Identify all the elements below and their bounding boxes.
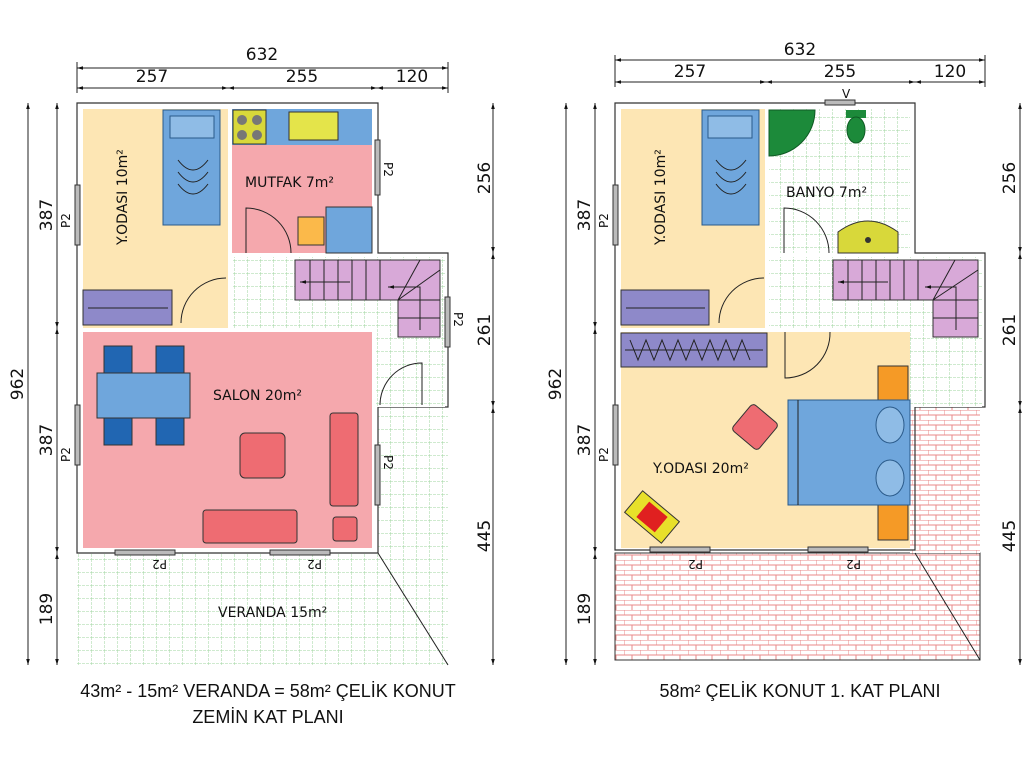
window — [374, 139, 381, 196]
door-icon — [784, 331, 831, 379]
window-label: P2 — [59, 213, 73, 228]
room-label-bedroom-small: Y.ODASI 10m² — [653, 149, 669, 246]
vent-window — [824, 99, 856, 106]
caption-ground-floor: 43m² - 15m² VERANDA = 58m² ÇELİK KONUT — [80, 681, 456, 701]
window-label: P2 — [152, 557, 167, 571]
door-icon — [245, 207, 292, 254]
window-label: P2 — [846, 557, 861, 571]
sink-icon — [288, 111, 339, 141]
dim-right-2: 261 — [1000, 314, 1020, 346]
chair-icon — [297, 216, 325, 246]
sofa-icon — [202, 509, 298, 544]
dining-table — [96, 372, 191, 419]
shower-icon — [768, 109, 816, 157]
dim-left-3: 189 — [575, 593, 595, 625]
veranda-area — [77, 553, 448, 665]
caption-first-floor: 58m² ÇELİK KONUT 1. KAT PLANI — [659, 681, 940, 701]
dim-width-1: 257 — [136, 67, 168, 87]
toilet-icon — [846, 116, 866, 144]
window — [114, 549, 176, 556]
nightstand-icon — [877, 504, 909, 541]
window — [444, 296, 451, 348]
window — [374, 444, 381, 506]
window — [269, 549, 331, 556]
window — [612, 184, 619, 246]
dim-width-3: 120 — [934, 62, 966, 82]
dim-total-height: 962 — [546, 368, 566, 400]
door-icon — [718, 277, 765, 324]
dim-width-2: 255 — [286, 67, 318, 87]
first-walls — [614, 102, 986, 551]
dim-right-2: 261 — [475, 314, 495, 346]
armchair-icon — [732, 404, 778, 450]
dim-left-2: 387 — [37, 424, 57, 456]
room-label-veranda: VERANDA 15m² — [218, 605, 327, 621]
veranda-side — [378, 407, 448, 553]
dim-right-1: 256 — [475, 162, 495, 194]
window — [74, 404, 81, 466]
sofa-icon — [329, 412, 359, 507]
nightstand-icon — [877, 365, 909, 401]
veranda-diagonal — [377, 552, 449, 666]
window — [807, 546, 869, 553]
room-label-living: SALON 20m² — [213, 388, 302, 404]
chair-icon — [155, 345, 185, 374]
room-label-bedroom-large: Y.ODASI 20m² — [652, 461, 749, 477]
coffee-table — [239, 432, 286, 479]
door-icon — [379, 362, 423, 406]
window — [649, 546, 711, 553]
dim-right-3: 445 — [475, 520, 495, 552]
vent-label: V — [842, 87, 851, 101]
window-label: P2 — [381, 162, 395, 177]
window-label: P2 — [597, 213, 611, 228]
chair-icon — [103, 417, 133, 446]
dim-total-width: 632 — [784, 40, 816, 60]
armchair-icon — [332, 516, 358, 542]
dim-right-3: 445 — [1000, 520, 1020, 552]
dim-left-2: 387 — [575, 424, 595, 456]
dim-right-1: 256 — [1000, 162, 1020, 194]
kitchen-table — [325, 206, 373, 254]
room-label-kitchen: MUTFAK 7m² — [245, 175, 334, 191]
dim-left-3: 189 — [37, 593, 57, 625]
ground-floor-plan: 632 257 255 120 962 387 387 189 256 261 … — [8, 45, 495, 727]
window — [612, 404, 619, 466]
window-label: P2 — [307, 557, 322, 571]
window-label: P2 — [381, 455, 395, 470]
first-floor-plan: 632 257 255 120 962 387 387 189 256 261 … — [546, 40, 1022, 701]
dimension-lines — [26, 62, 495, 665]
window-label: P2 — [59, 447, 73, 462]
window-label: P2 — [688, 557, 703, 571]
dim-width-3: 120 — [396, 67, 428, 87]
dim-total-width: 632 — [246, 45, 278, 65]
dim-width-2: 255 — [824, 62, 856, 82]
dim-total-height: 962 — [8, 368, 28, 400]
window-label: P2 — [597, 447, 611, 462]
window-label: P2 — [451, 312, 465, 327]
balcony-diagonal — [914, 552, 981, 661]
room-label-bath: BANYO 7m² — [786, 185, 867, 201]
door-icon — [180, 277, 227, 324]
dim-width-1: 257 — [674, 62, 706, 82]
chair-icon — [103, 345, 133, 374]
door-icon — [783, 207, 830, 254]
stove-icon — [232, 109, 267, 145]
dimension-lines — [564, 55, 1022, 665]
room-label-bedroom: Y.ODASI 10m² — [115, 149, 131, 246]
dim-left-1: 387 — [575, 199, 595, 231]
chair-icon — [155, 417, 185, 446]
window — [74, 184, 81, 246]
caption-ground-floor-title: ZEMİN KAT PLANI — [192, 707, 343, 727]
dim-left-1: 387 — [37, 199, 57, 231]
